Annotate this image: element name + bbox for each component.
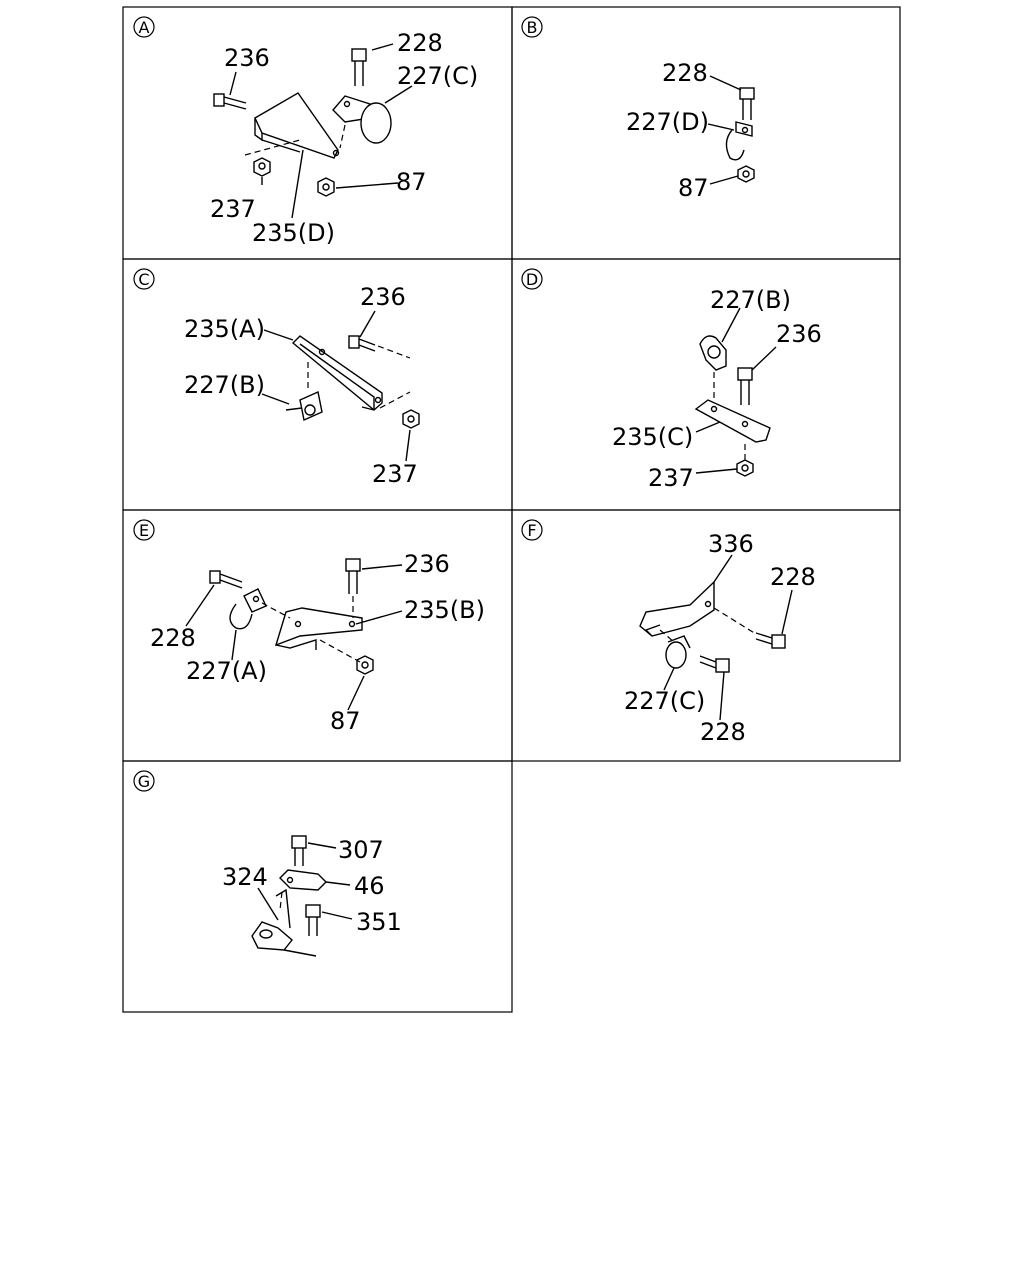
bolt-icon (291, 835, 307, 866)
part-number-label: 235(B) (404, 596, 485, 624)
panel-letter: E (139, 521, 149, 540)
bracket-icon (254, 92, 340, 159)
panel-f-badge: F (521, 519, 543, 541)
part-number-label: 228 (662, 59, 708, 87)
panel-g-badge: G (133, 770, 155, 792)
bracket-icon (639, 580, 715, 637)
panel-b-badge: B (521, 16, 543, 38)
panel-letter: A (139, 18, 150, 37)
panel-letter: B (527, 18, 538, 37)
bracket-icon (291, 335, 383, 411)
part-number-label: 228 (770, 563, 816, 591)
part-number-label: 235(C) (612, 423, 693, 451)
bolt-icon (209, 570, 243, 589)
part-number-label: 87 (678, 174, 709, 202)
part-number-label: 228 (150, 624, 196, 652)
panel-letter: C (138, 270, 149, 289)
bolt-icon (213, 93, 247, 110)
part-number-label: 236 (224, 44, 270, 72)
clip-icon (699, 335, 727, 371)
part-number-label: 87 (396, 168, 427, 196)
panel-d: D 227(B) 236 235(C) 237 (521, 268, 822, 492)
part-number-label: 324 (222, 863, 268, 891)
clip-icon (725, 121, 753, 161)
panel-f: F 336 228 227(C) 228 (521, 519, 816, 746)
bolt-icon (351, 48, 367, 86)
clip-icon (285, 391, 323, 421)
nut-icon (737, 165, 755, 183)
panel-letter: G (138, 772, 150, 791)
panel-c-badge: C (133, 268, 155, 290)
nut-icon (356, 655, 374, 675)
part-number-label: 228 (700, 718, 746, 746)
part-number-label: 237 (210, 195, 256, 223)
bracket-icon (274, 607, 363, 650)
part-number-label: 227(B) (710, 286, 791, 314)
part-number-label: 237 (372, 460, 418, 488)
part-number-label: 227(D) (626, 108, 709, 136)
panel-d-badge: D (521, 268, 543, 290)
part-number-label: 351 (356, 908, 402, 936)
bolt-icon (755, 632, 786, 649)
plate-icon (694, 399, 771, 443)
clip-icon (279, 869, 327, 891)
panel-g: G 307 324 46 351 (133, 770, 402, 957)
nut-icon (253, 157, 271, 177)
clip-icon (332, 95, 392, 144)
panel-e-badge: E (133, 519, 155, 541)
clip-icon (665, 635, 691, 669)
part-number-label: 227(C) (397, 62, 478, 90)
part-number-label: 228 (397, 29, 443, 57)
bracket-icon (251, 888, 317, 957)
part-number-label: 227(B) (184, 371, 265, 399)
panel-letter: F (527, 521, 536, 540)
panel-letter: D (526, 270, 538, 289)
part-number-label: 236 (776, 320, 822, 348)
bolt-icon (348, 335, 376, 352)
bolt-icon (737, 367, 753, 405)
part-number-label: 235(A) (184, 315, 265, 343)
nut-icon (736, 459, 754, 477)
part-number-label: 237 (648, 464, 694, 492)
clip-icon (229, 588, 267, 630)
part-number-label: 235(D) (252, 219, 335, 247)
bolt-icon (699, 655, 730, 673)
part-number-label: 336 (708, 530, 754, 558)
part-number-label: 236 (404, 550, 450, 578)
panel-b: B 228 227(D) 87 (521, 16, 755, 202)
bolt-icon (345, 558, 361, 594)
bolt-icon (305, 904, 321, 936)
nut-icon (317, 177, 335, 197)
part-number-label: 307 (338, 836, 384, 864)
panel-c: C 236 235(A) 227(B) (133, 268, 420, 488)
panel-a-badge: A (133, 16, 155, 38)
part-number-label: 227(C) (624, 687, 705, 715)
panel-frames (122, 6, 901, 1013)
nut-icon (402, 409, 420, 429)
part-number-label: 46 (354, 872, 385, 900)
part-number-label: 87 (330, 707, 361, 735)
part-number-label: 236 (360, 283, 406, 311)
panel-a: A (133, 16, 478, 247)
panel-e: E 236 (133, 519, 485, 735)
part-number-label: 227(A) (186, 657, 267, 685)
bolt-icon (739, 87, 755, 120)
